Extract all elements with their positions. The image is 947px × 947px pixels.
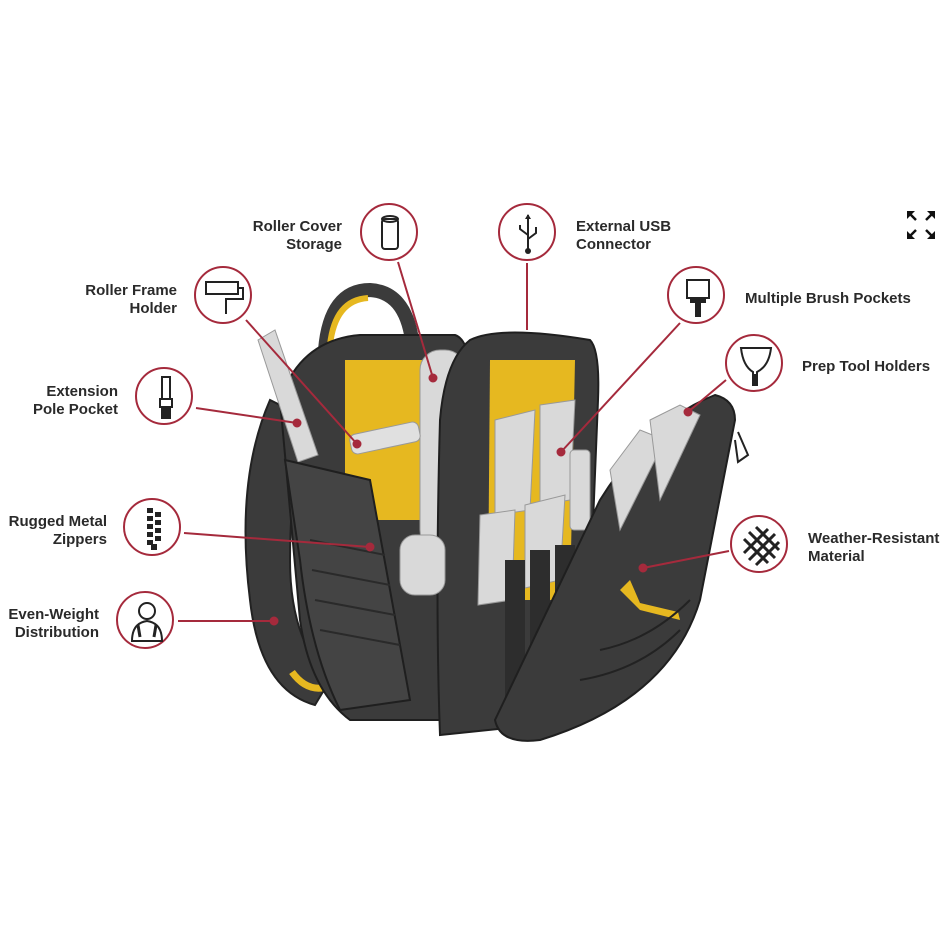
roller-cover-icon bbox=[360, 203, 418, 261]
woven-fabric-icon bbox=[730, 515, 788, 573]
extension-pole-icon bbox=[135, 367, 193, 425]
expand-icon[interactable] bbox=[905, 209, 937, 241]
zipper-icon bbox=[123, 498, 181, 556]
usb-icon bbox=[498, 203, 556, 261]
paint-roller-icon bbox=[194, 266, 252, 324]
paint-brush-icon bbox=[667, 266, 725, 324]
label-prep: Prep Tool Holders bbox=[802, 358, 931, 375]
label-brush: Multiple Brush Pockets bbox=[745, 290, 911, 307]
putty-knife-icon bbox=[725, 334, 783, 392]
person-backpack-icon bbox=[116, 591, 174, 649]
